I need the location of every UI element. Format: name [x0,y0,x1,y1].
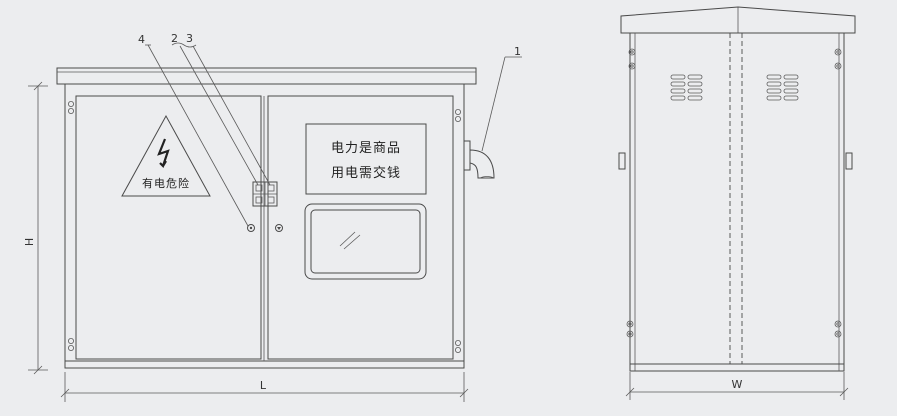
duct-flange [463,140,471,171]
hinge-right-top [454,109,461,123]
length-dimension: L [60,372,469,402]
duct-elbow [469,149,495,179]
right-door [267,95,454,360]
warning-sign: 有电危险 [121,114,211,197]
leader-4 [147,44,249,227]
glass-glare-1 [339,231,356,247]
front-roof [56,67,477,85]
handle-left [247,224,255,232]
side-handle-right [845,152,853,170]
lock-3 [267,184,275,192]
door-handles [247,224,283,232]
hinge-left-top [68,101,75,115]
vent-slot [687,95,703,101]
vent-right [766,74,799,101]
vent-slot [766,81,782,87]
vent-slot [687,74,703,80]
leader-lines [145,42,522,227]
vent-left [670,74,703,101]
vent-slot [783,81,799,87]
vent-slot [766,88,782,94]
length-label: L [260,379,267,392]
vent-slot [687,88,703,94]
glass-glare-2 [343,234,361,250]
cable-duct [463,140,495,179]
hinge-right-bottom [454,339,461,353]
front-base [64,360,465,369]
vent-slot [670,95,686,101]
side-body [629,32,845,372]
meter-window [304,203,427,280]
width-label: W [732,378,743,391]
front-view: 有电危险 电力是商品 用电需交钱 [23,32,522,402]
side-view: W [618,6,856,400]
notice-line-2: 用电需交钱 [331,165,401,181]
width-dimension: W [625,372,849,400]
leader-23-brace [171,42,197,48]
warning-triangle [121,114,211,197]
vent-slot [766,95,782,101]
notice-line-1: 电力是商品 [331,141,401,156]
side-bolts [626,48,842,338]
leader-1 [481,56,506,152]
notice-frame [305,123,427,195]
leader-2 [179,45,259,186]
vent-slot [783,88,799,94]
vent-slot [783,74,799,80]
notice-panel: 电力是商品 用电需交钱 [305,123,427,195]
leader-3 [192,45,271,186]
height-dimension: H [23,81,48,375]
vent-slot [687,81,703,87]
callout-2: 2 [171,32,178,45]
front-body [64,83,465,369]
meter-window-inner [310,209,421,274]
lightning-bolt-icon [157,138,170,169]
vent-slot [783,95,799,101]
door-locks [252,181,278,207]
vent-slot [670,74,686,80]
warning-text: 有电危险 [142,176,190,190]
callout-3: 3 [186,32,193,45]
side-handle-left [618,152,626,170]
vent-slot [670,81,686,87]
vent-slot [766,74,782,80]
lock-2 [255,184,263,192]
meter-window-outer [304,203,427,280]
hinge-left-bottom [68,337,75,351]
left-door [75,95,262,360]
callout-4: 4 [138,33,145,46]
handle-right [275,224,283,232]
callout-1: 1 [514,45,521,58]
vent-slot [670,88,686,94]
height-label: H [23,238,36,246]
